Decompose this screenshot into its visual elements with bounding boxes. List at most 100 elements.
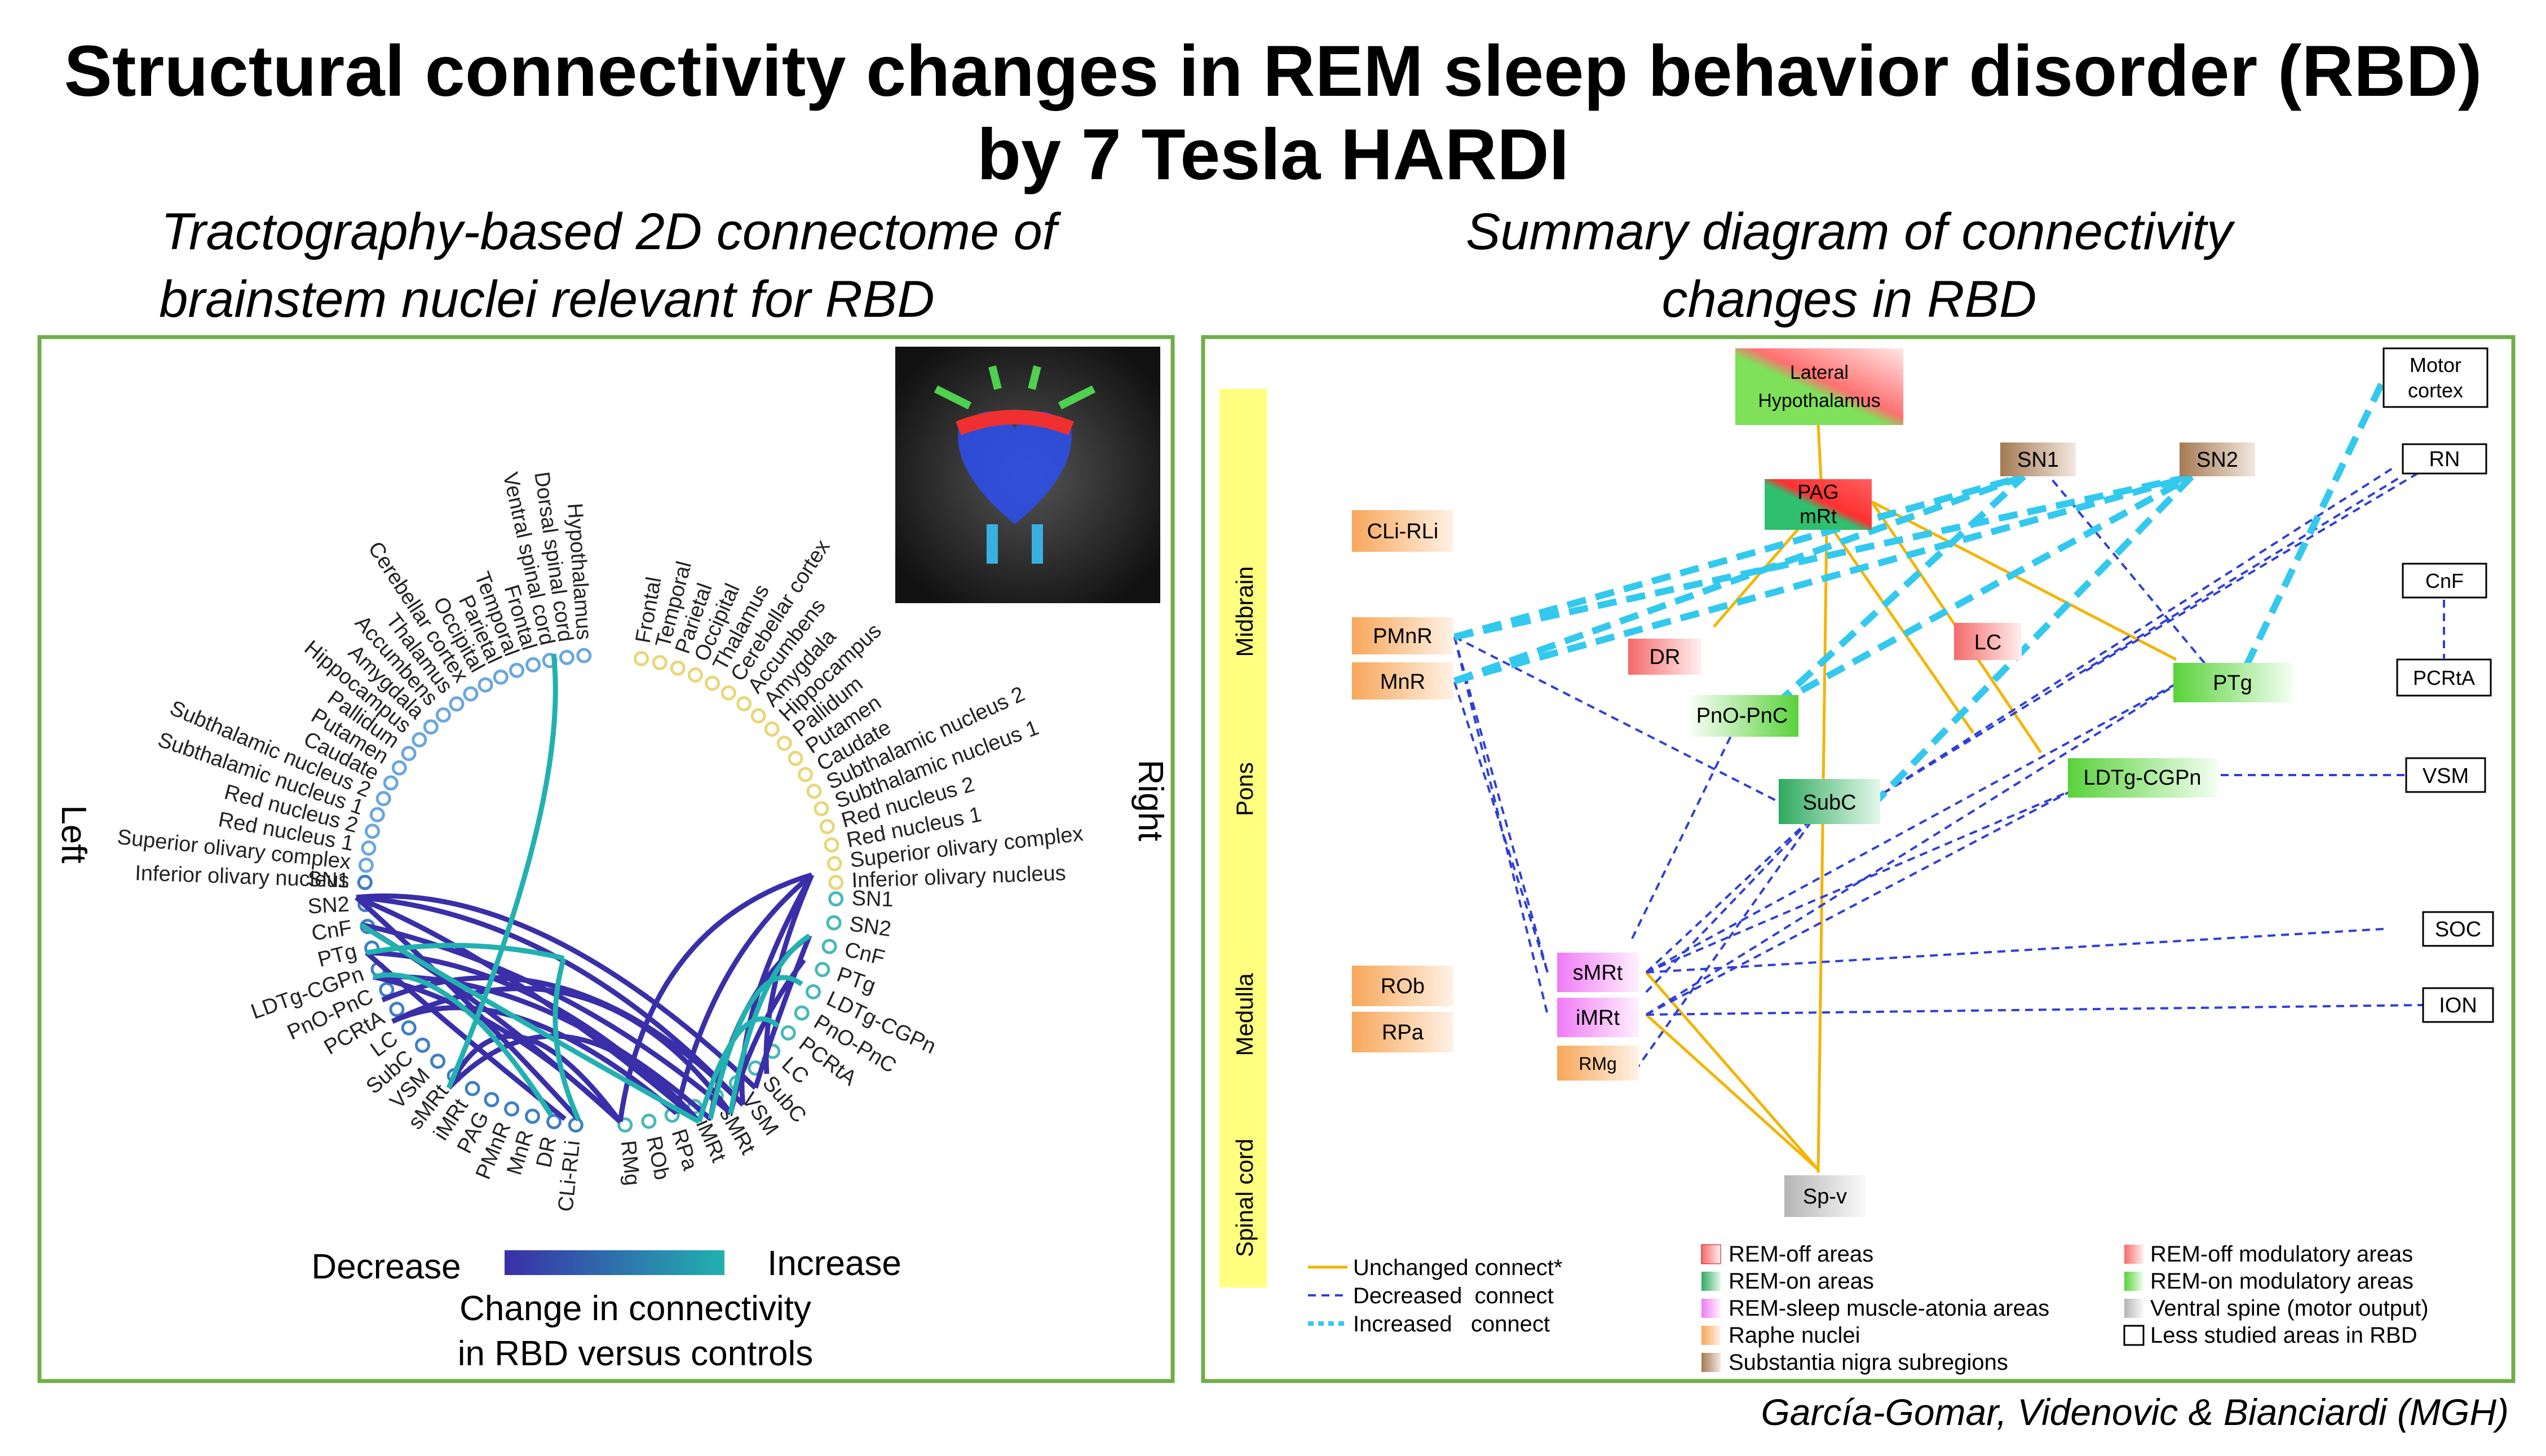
svg-text:SN2: SN2 xyxy=(2196,448,2238,472)
connectivity-color-scale xyxy=(505,1250,724,1275)
swatch-raphe xyxy=(1701,1326,1721,1345)
ring-node xyxy=(641,1113,657,1129)
chord-decrease xyxy=(373,973,712,1121)
increased-connections xyxy=(1453,364,2394,809)
swatch-atonia xyxy=(1701,1299,1721,1318)
svg-text:PAG: PAG xyxy=(1797,480,1838,503)
ring-node xyxy=(750,708,766,724)
legend-unchanged-label: Unchanged connect* xyxy=(1353,1255,1562,1280)
chord-decrease xyxy=(355,895,581,1122)
node-vsm: VSM xyxy=(2405,757,2486,793)
ring-node xyxy=(430,1054,446,1069)
svg-text:PMnR: PMnR xyxy=(1373,625,1433,648)
ring-node xyxy=(383,775,399,791)
node-ldtg-cgpn: LDTg-CGPn xyxy=(2068,758,2217,798)
ring-node xyxy=(821,939,837,954)
node-dr: DR xyxy=(1628,639,1701,675)
ring-node xyxy=(687,667,703,683)
swatch-rem-on xyxy=(1701,1272,1721,1291)
ring-node xyxy=(814,801,829,817)
ring-node xyxy=(764,721,780,737)
svg-text:LC: LC xyxy=(1974,631,2002,654)
svg-text:LDTg-CGPn: LDTg-CGPn xyxy=(2083,766,2201,790)
legend-increased-label: Increased connect xyxy=(1353,1312,1550,1336)
ring-node xyxy=(559,649,574,665)
svg-text:CLi-RLi: CLi-RLi xyxy=(1367,520,1439,543)
svg-text:cortex: cortex xyxy=(2408,379,2463,402)
ring-node xyxy=(568,1117,584,1133)
chord-increase xyxy=(728,933,811,1114)
ring-node xyxy=(634,650,649,666)
node-rn: RN xyxy=(2402,443,2487,475)
ring-node xyxy=(828,891,844,907)
ring-node xyxy=(819,818,835,834)
ring-node xyxy=(794,1005,810,1021)
svg-text:CnF: CnF xyxy=(2425,569,2464,592)
svg-text:SubC: SubC xyxy=(1802,791,1856,815)
svg-text:RN: RN xyxy=(2429,448,2460,471)
ring-node xyxy=(509,662,525,678)
svg-text:VSM: VSM xyxy=(2423,764,2469,788)
node-sp-v: Sp-v xyxy=(1784,1175,1866,1217)
node-pno-pnc: PnO-PnC xyxy=(1686,695,1798,737)
side-label-left: Left xyxy=(54,805,93,863)
region-label-pons: Pons xyxy=(1231,762,1258,816)
ring-node xyxy=(576,648,592,663)
legend-caption-line1: Change in connectivity xyxy=(459,1289,811,1328)
svg-text:SOC: SOC xyxy=(2435,918,2481,941)
ring-node xyxy=(401,746,417,762)
node-sn2: SN2 xyxy=(2180,442,2255,476)
unchanged-connections xyxy=(1645,423,2177,1173)
ring-node xyxy=(412,732,427,747)
ring-node xyxy=(493,669,509,685)
legend-decrease-label: Decrease xyxy=(311,1247,461,1286)
ring-node xyxy=(423,719,439,735)
connectome-panel: Left Right Inferior olivary nucleusSuper… xyxy=(37,335,1175,1383)
summary-diagram-panel: Midbrain Pons Medulla Spinal cord xyxy=(1201,335,2516,1383)
summary-panel-frame xyxy=(1201,335,2516,1383)
chord-increase xyxy=(708,975,803,1120)
ring-node xyxy=(504,1101,520,1117)
ring-node xyxy=(484,1092,500,1108)
node-motor-cortex: Motor cortex xyxy=(2383,347,2488,408)
node-pcrta: PCRtA xyxy=(2396,658,2492,697)
ring-node xyxy=(369,807,385,822)
svg-text:sMRt: sMRt xyxy=(1573,961,1623,985)
region-bar xyxy=(1219,389,1267,1287)
legend-caption-line2: in RBD versus controls xyxy=(458,1334,814,1373)
side-label-right: Right xyxy=(1131,760,1170,842)
left-subtitle-line2: brainstem nuclei relevant for RBD xyxy=(159,271,934,328)
ring-node xyxy=(389,1002,405,1017)
ring-node xyxy=(375,791,391,807)
ring-node xyxy=(776,736,792,751)
legend-rem-on: REM-on areas xyxy=(1729,1269,1874,1294)
region-label-midbrain: Midbrain xyxy=(1231,566,1258,657)
svg-text:RMg: RMg xyxy=(1579,1054,1617,1074)
region-label-spinal-cord: Spinal cord xyxy=(1231,1139,1258,1257)
chord-increase xyxy=(696,1016,780,1123)
chord-decrease xyxy=(356,893,758,1090)
chord-increase xyxy=(359,922,701,1124)
node-imrt: iMRt xyxy=(1557,998,1639,1037)
chord-decrease xyxy=(617,872,813,1122)
node-sn1: SN1 xyxy=(2000,442,2076,476)
ring-node xyxy=(546,1114,562,1130)
ring-node xyxy=(721,685,736,701)
chord-decrease xyxy=(674,873,814,1114)
svg-text:ION: ION xyxy=(2439,994,2477,1017)
svg-text:mRt: mRt xyxy=(1800,504,1837,528)
ring-label: ROb xyxy=(642,1134,674,1182)
main-title-line2: by 7 Tesla HARDI xyxy=(977,114,1569,195)
connectome-chords xyxy=(355,653,815,1124)
legend-rem-on-modulatory: REM-on modulatory areas xyxy=(2150,1269,2414,1294)
swatch-sn xyxy=(1701,1353,1721,1372)
chord-decrease xyxy=(373,974,622,1124)
legend-increase-label: Increase xyxy=(767,1244,901,1283)
ring-label: SN1 xyxy=(851,887,894,912)
region-label-medulla: Medulla xyxy=(1231,973,1258,1056)
legend-atonia: REM-sleep muscle-atonia areas xyxy=(1729,1296,2049,1321)
tractography-inset-image xyxy=(895,347,1160,603)
legend-raphe: Raphe nuclei xyxy=(1729,1323,1860,1348)
svg-text:PCRtA: PCRtA xyxy=(2413,666,2475,689)
ring-label: SN1 xyxy=(307,868,350,893)
